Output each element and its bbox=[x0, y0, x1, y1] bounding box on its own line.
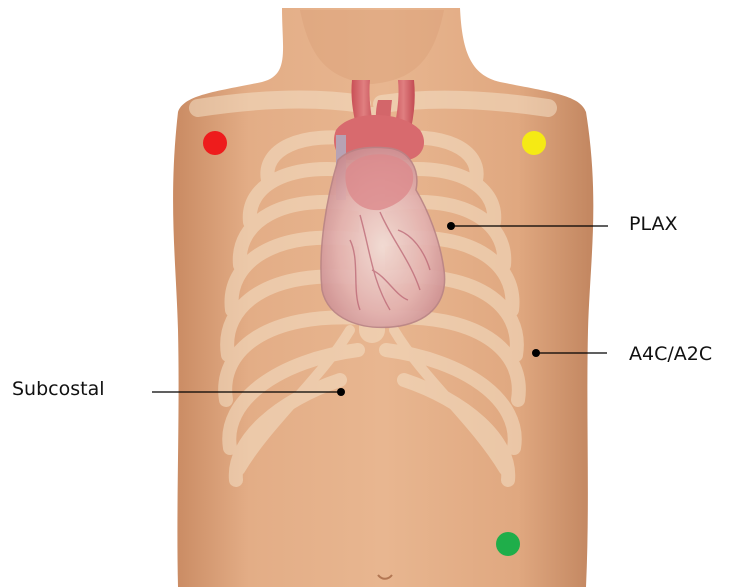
left-arm-electrode bbox=[522, 131, 546, 155]
a4c-pointer-dot bbox=[532, 349, 540, 357]
plax-label: PLAX bbox=[629, 215, 678, 234]
subcostal-pointer-dot bbox=[337, 388, 345, 396]
left-leg-electrode bbox=[496, 532, 520, 556]
plax-pointer-dot bbox=[447, 222, 455, 230]
subcostal-label: Subcostal bbox=[12, 380, 105, 399]
a4c-a2c-label: A4C/A2C bbox=[629, 345, 712, 364]
right-arm-electrode bbox=[203, 131, 227, 155]
